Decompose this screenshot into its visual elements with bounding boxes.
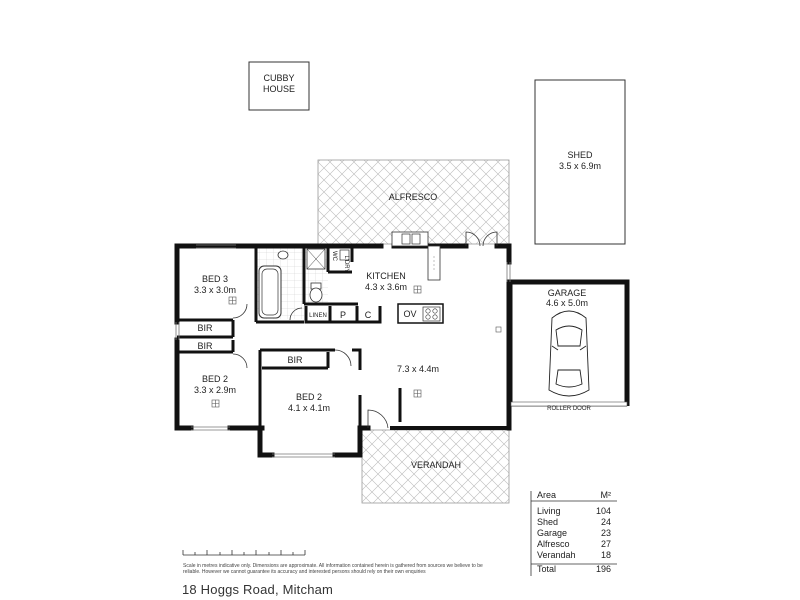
bir-label-3: BIR (287, 355, 303, 365)
area-row: Living 104 (531, 506, 617, 517)
area-total-value: 196 (595, 564, 611, 574)
shed-name: SHED (567, 150, 593, 160)
garage-door-track (510, 401, 628, 407)
shed (534, 79, 626, 245)
area-row-label: Alfresco (537, 539, 570, 549)
area-row: Verandah 18 (531, 550, 617, 561)
area-row: Garage 23 (531, 528, 617, 539)
shower-icon (306, 248, 326, 270)
bed2-left-name: BED 2 (202, 374, 228, 384)
laundry-label: L'DRY (343, 255, 349, 272)
vanity-icon (277, 250, 289, 260)
kitchen-name: KITCHEN (366, 271, 406, 281)
doors (232, 231, 498, 429)
garage-walls (509, 279, 630, 406)
garage-size: 4.6 x 5.0m (546, 298, 588, 308)
garage-name: GARAGE (548, 288, 587, 298)
linen-label: LINEN (309, 313, 327, 319)
pantry-label: P (340, 310, 346, 320)
area-row: Alfresco 27 (531, 539, 617, 550)
area-row-label: Garage (537, 528, 568, 538)
disclaimer-text: Scale in metres indicative only. Dimensi… (183, 563, 483, 575)
area-row-value: 18 (600, 550, 611, 560)
area-table-lines (530, 491, 617, 576)
bir-label-2: BIR (197, 341, 213, 351)
area-table-header: Area M² (531, 490, 617, 503)
bed2-left-size: 3.3 x 2.9m (194, 385, 236, 395)
area-row-value: 24 (600, 517, 611, 527)
bed2-main-size: 4.1 x 4.1m (288, 403, 330, 413)
car-icon (548, 310, 590, 397)
cubby-label-2: HOUSE (263, 84, 295, 94)
room-markers (211, 285, 502, 408)
alfresco (317, 159, 510, 245)
bed3-name: BED 3 (202, 274, 228, 284)
windows (175, 244, 511, 458)
cubby-label-1: CUBBY (263, 73, 294, 83)
area-row-label: Living (537, 506, 561, 516)
toilet-icon (309, 282, 323, 303)
living-size: 7.3 x 4.4m (397, 364, 439, 374)
scale-bar (182, 550, 306, 556)
area-header-unit: M² (600, 490, 612, 500)
laundry-trough-icon (339, 249, 350, 261)
area-row-label: Shed (537, 517, 559, 527)
bed3-size: 3.3 x 3.0m (194, 285, 236, 295)
area-row-value: 104 (595, 506, 611, 516)
area-total-label: Total (537, 564, 557, 574)
cooktop-icon (422, 306, 441, 322)
bir-label-1: BIR (197, 323, 213, 333)
area-row: Shed 24 (531, 517, 617, 528)
cupboard-label: C (365, 310, 372, 320)
area-table: Area M² Living 104 Shed 24 Garage 23 Alfres… (531, 490, 617, 575)
sink-icon (401, 233, 421, 245)
bed2-main-name: BED 2 (296, 392, 322, 402)
roller-door-label: ROLLER DOOR (547, 406, 591, 412)
wc-label: WC (331, 251, 337, 262)
area-row-value: 23 (600, 528, 611, 538)
verandah-name: VERANDAH (411, 460, 461, 470)
kitchen-size: 4.3 x 3.6m (365, 282, 407, 292)
alfresco-name: ALFRESCO (389, 192, 438, 202)
shed-size: 3.5 x 6.9m (559, 161, 601, 171)
area-total-row: Total 196 (531, 564, 617, 575)
cubby-house (248, 61, 310, 111)
oven-label: OV (403, 309, 416, 319)
bathtub-icon (258, 265, 282, 319)
area-row-value: 27 (600, 539, 611, 549)
area-row-label: Verandah (537, 550, 576, 560)
property-address: 18 Hoggs Road, Mitcham (182, 582, 334, 597)
area-header-label: Area (537, 490, 557, 500)
